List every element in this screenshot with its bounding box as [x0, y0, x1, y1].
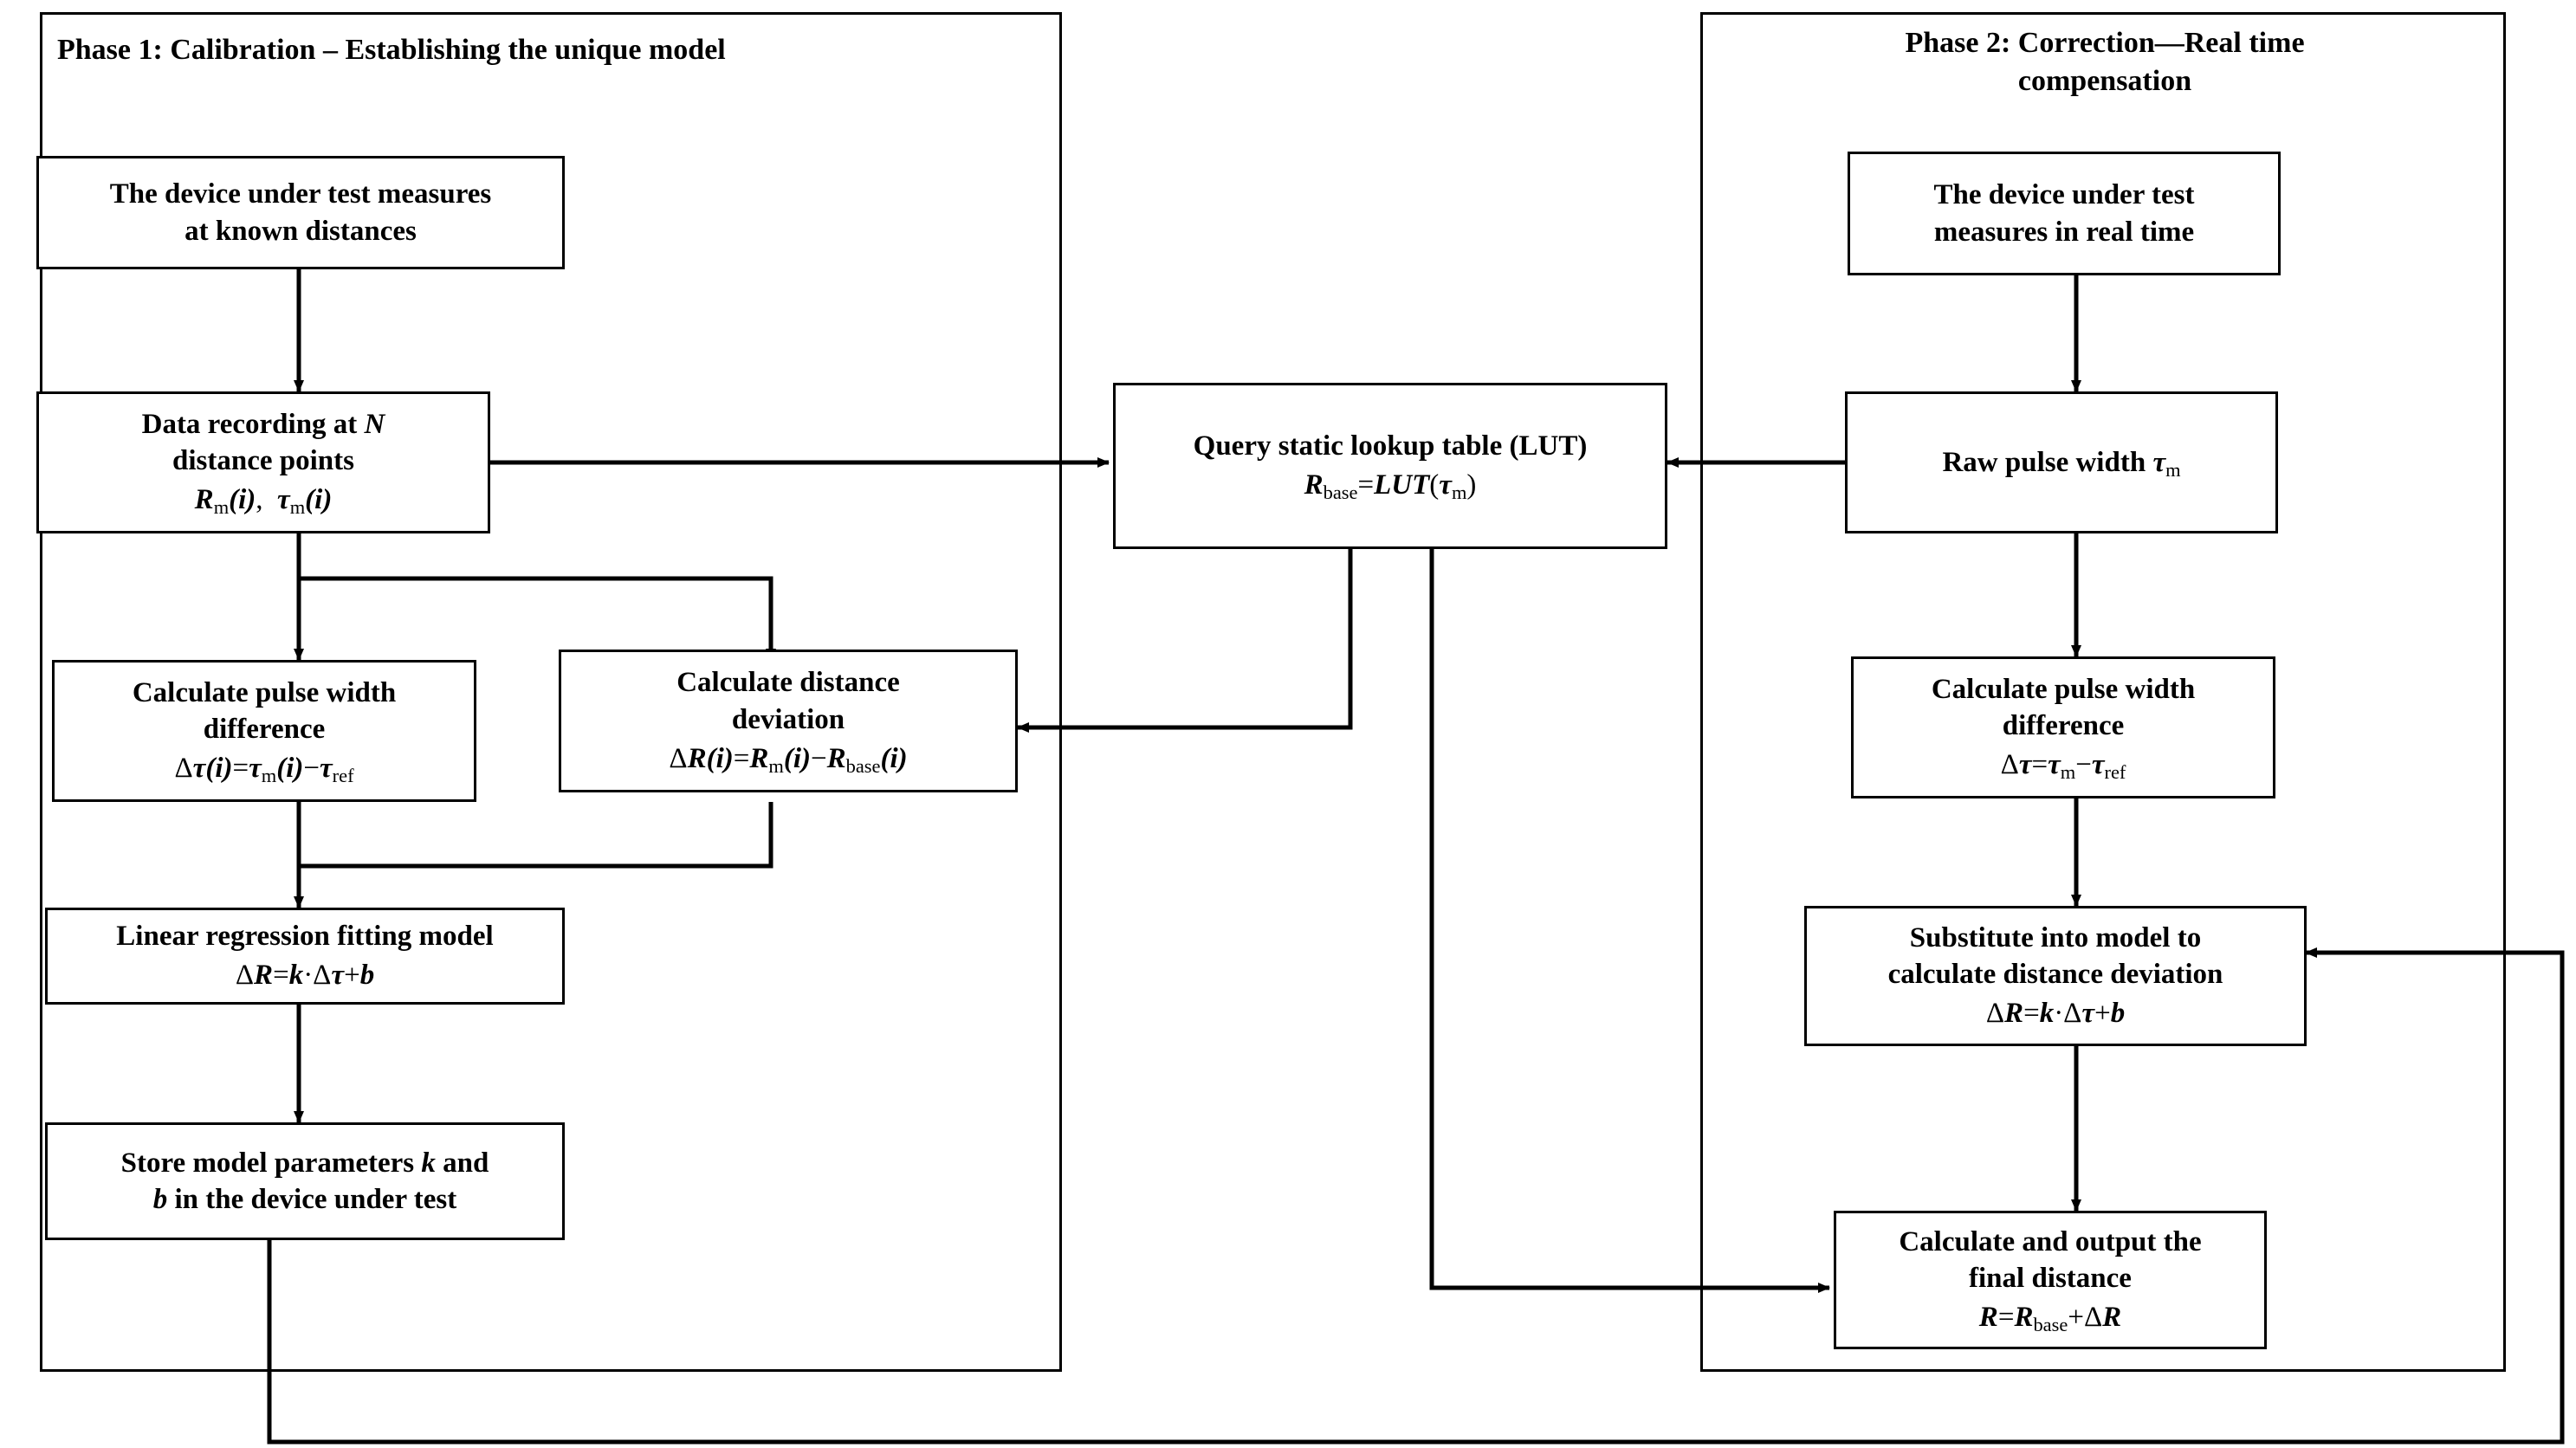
node-lut-formula: Rbase=LUT(τm) — [1304, 469, 1477, 503]
node-p1-record-formula: Rm(i), τm(i) — [194, 484, 333, 519]
node-p1-pulse-diff-formula: Δτ(i)=τm(i)−τref — [174, 753, 354, 787]
node-p2-final-formula: R=Rbase+ΔR — [1978, 1302, 2122, 1336]
node-lut[interactable]: Query static lookup table (LUT) Rbase=LU… — [1113, 383, 1667, 549]
node-p2-measure[interactable]: The device under test measures in real t… — [1848, 152, 2281, 275]
node-p1-regression-label: Linear regression fitting model — [116, 920, 494, 952]
node-lut-label: Query static lookup table (LUT) — [1193, 430, 1588, 462]
phase1-title: Phase 1: Calibration – Establishing the … — [57, 34, 726, 66]
phase1-frame — [40, 12, 1062, 1372]
phase2-frame — [1700, 12, 2506, 1372]
node-p1-regression[interactable]: Linear regression fitting model ΔR=k·Δτ+… — [45, 908, 565, 1005]
node-p2-raw-label: Raw pulse width τm — [1942, 446, 2181, 481]
node-p2-pulse-diff-formula: Δτ=τm−τref — [2000, 749, 2126, 784]
node-p1-measure-label: The device under test measures at known … — [109, 178, 492, 247]
node-p1-regression-formula: ΔR=k·Δτ+b — [235, 960, 375, 992]
node-p2-measure-label: The device under test measures in real t… — [1933, 179, 2195, 248]
node-p2-raw[interactable]: Raw pulse width τm — [1845, 391, 2278, 533]
node-p1-measure[interactable]: The device under test measures at known … — [36, 156, 565, 269]
node-p2-substitute-formula: ΔR=k·Δτ+b — [1985, 998, 2126, 1030]
phase2-title: Phase 2: Correction—Real time compensati… — [1905, 27, 2305, 98]
node-p1-dist-dev-formula: ΔR(i)=Rm(i)−Rbase(i) — [669, 742, 908, 777]
edge-lut-to-distdev — [1017, 549, 1353, 733]
